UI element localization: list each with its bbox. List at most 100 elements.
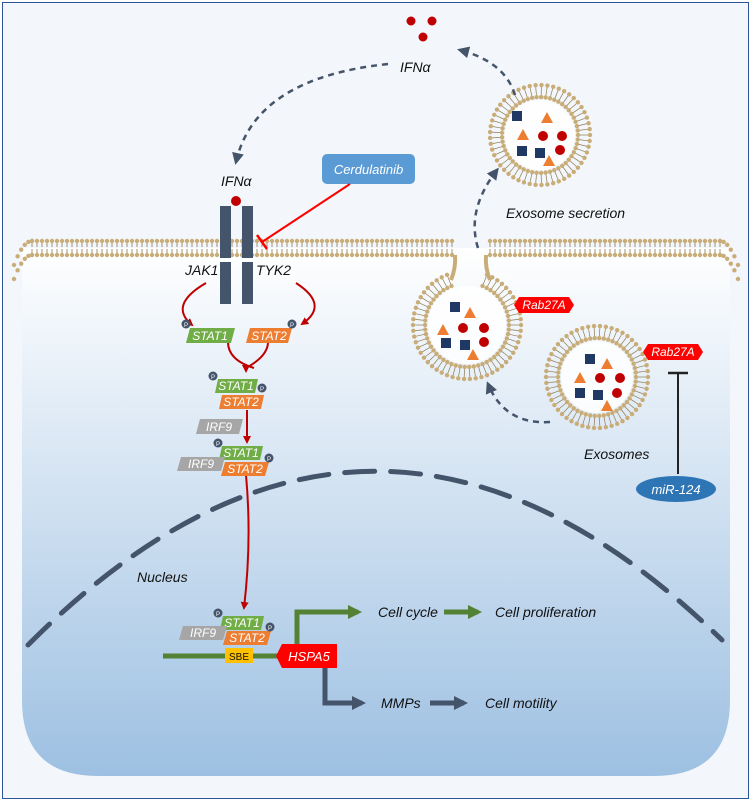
lipid-head bbox=[559, 163, 565, 169]
lipid-head bbox=[521, 98, 526, 103]
lipid-head bbox=[513, 345, 519, 350]
cerdulatinib-label: Cerdulatinib bbox=[334, 162, 403, 177]
lipid-head bbox=[575, 341, 580, 346]
lipid-head bbox=[529, 169, 535, 175]
lipid-head bbox=[69, 238, 75, 244]
lipid-head bbox=[507, 290, 513, 295]
lipid-head bbox=[510, 159, 515, 164]
lipid-head bbox=[497, 252, 503, 258]
lipid-head bbox=[515, 340, 521, 345]
lipid-head bbox=[640, 397, 645, 403]
lipid-head bbox=[329, 238, 335, 244]
lipid-head bbox=[449, 361, 454, 367]
hspa5-gene: HSPA5 bbox=[276, 644, 337, 668]
lipid-head bbox=[29, 252, 35, 258]
lipid-head bbox=[484, 285, 489, 291]
complex-to-nucleus-arrow bbox=[240, 474, 250, 610]
lipid-head bbox=[441, 357, 446, 362]
ifn-alpha-receptor-label: IFNα bbox=[221, 173, 253, 189]
cargo-square bbox=[535, 148, 545, 158]
lipid-head bbox=[511, 175, 516, 180]
lipid-head bbox=[444, 252, 450, 258]
lipid-head bbox=[603, 425, 609, 430]
lipid-head bbox=[667, 238, 673, 244]
lipid-head bbox=[19, 261, 24, 266]
lipid-head bbox=[184, 238, 190, 244]
lipid-head bbox=[513, 103, 519, 108]
lipid-head bbox=[561, 89, 567, 94]
hspa5-label: HSPA5 bbox=[288, 649, 330, 664]
lipid-head bbox=[498, 163, 503, 168]
irf9-label: IRF9 bbox=[188, 457, 214, 471]
receptor-subunit-2-inner bbox=[242, 262, 253, 304]
lipid-head bbox=[527, 83, 532, 89]
lipid-head bbox=[712, 252, 718, 258]
lipid-head bbox=[414, 252, 420, 258]
lipid-head bbox=[533, 82, 538, 88]
lipid-head bbox=[503, 117, 508, 122]
lipid-head bbox=[499, 281, 505, 287]
intracellular-exosome bbox=[543, 323, 651, 431]
lipid-head bbox=[450, 374, 455, 380]
lipid-head bbox=[502, 305, 508, 310]
lipid-head bbox=[577, 252, 583, 258]
lipid-head bbox=[582, 155, 587, 161]
lipid-head bbox=[597, 335, 602, 341]
lipid-head bbox=[552, 402, 557, 408]
lipid-head bbox=[517, 252, 523, 258]
lipid-head bbox=[637, 252, 643, 258]
lipid-head bbox=[26, 253, 31, 259]
lipid-head bbox=[571, 115, 577, 120]
lipid-head bbox=[384, 252, 390, 258]
lipid-head bbox=[625, 333, 630, 339]
lipid-head bbox=[507, 109, 512, 115]
lipid-head bbox=[728, 247, 733, 252]
isgf3-complex-cytoplasm: STAT1 IRF9 STAT2 P P bbox=[177, 438, 274, 476]
lipid-head bbox=[721, 239, 726, 245]
lipid-head bbox=[542, 252, 548, 258]
lipid-head bbox=[642, 392, 648, 397]
lipid-head bbox=[179, 252, 185, 258]
lipid-head bbox=[394, 238, 400, 244]
lipid-head bbox=[26, 239, 31, 245]
lipid-head bbox=[154, 238, 160, 244]
lipid-head bbox=[677, 238, 683, 244]
lipid-head bbox=[618, 343, 623, 348]
lipid-head bbox=[544, 380, 549, 386]
lipid-head bbox=[587, 126, 592, 132]
lipid-head bbox=[44, 252, 50, 258]
lipid-head bbox=[410, 322, 416, 328]
lipid-head bbox=[561, 176, 567, 181]
lipid-head bbox=[647, 252, 653, 258]
lipid-head bbox=[64, 252, 70, 258]
lipid-head bbox=[547, 96, 553, 101]
lipid-head bbox=[627, 396, 632, 401]
lipid-head bbox=[274, 252, 280, 258]
lipid-head bbox=[491, 290, 497, 296]
cargo-triangle bbox=[517, 129, 529, 140]
lipid-head bbox=[234, 252, 240, 258]
lipid-head bbox=[516, 177, 521, 183]
lipid-head bbox=[349, 252, 355, 258]
lipid-head bbox=[139, 238, 145, 244]
lipid-head bbox=[421, 290, 427, 295]
lipid-head bbox=[586, 121, 591, 126]
cerdulatinib-inhibition-bar bbox=[255, 234, 269, 250]
lipid-head bbox=[571, 150, 577, 155]
lipid-head bbox=[575, 132, 581, 138]
lipid-head bbox=[504, 285, 509, 291]
lipid-head bbox=[79, 238, 85, 244]
lipid-head bbox=[259, 252, 265, 258]
lipid-head bbox=[507, 355, 513, 360]
lipid-head bbox=[571, 406, 576, 411]
cargo-triangle bbox=[437, 324, 449, 335]
phospho-label: P bbox=[211, 375, 215, 381]
lipid-head bbox=[624, 399, 630, 405]
lipid-head bbox=[423, 331, 429, 337]
lipid-head bbox=[550, 181, 556, 186]
lipid-head bbox=[502, 340, 508, 345]
lipid-head bbox=[559, 357, 565, 362]
lipid-head bbox=[580, 423, 585, 429]
lipid-head bbox=[434, 278, 439, 283]
lipid-head bbox=[498, 348, 503, 353]
